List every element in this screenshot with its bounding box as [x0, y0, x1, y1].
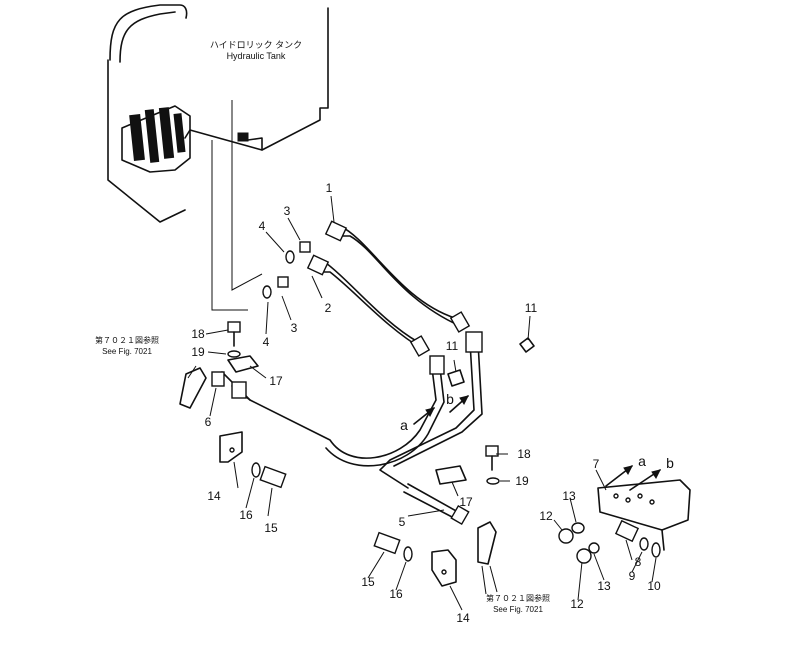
control-valve	[121, 105, 249, 173]
callout-11-right: 11	[525, 301, 538, 315]
callout-12-upper: 12	[539, 509, 553, 523]
callout-14-right: 14	[456, 611, 470, 625]
callout-5: 5	[399, 515, 406, 529]
nut-19-right	[486, 477, 500, 485]
fitting-3-lower	[277, 276, 289, 288]
callout-1: 1	[326, 181, 333, 195]
o-ring-4-lower	[262, 285, 272, 299]
callout-11-left: 11	[446, 339, 459, 353]
callout-19-right: 19	[515, 474, 529, 488]
washer-16-right	[403, 546, 413, 562]
nut-12-lower	[576, 548, 592, 564]
callout-3-upper: 3	[284, 204, 291, 218]
washer-9	[639, 537, 649, 551]
ref-bottom-jp: 第７０２１図参照	[486, 593, 550, 603]
clamp-17-right	[435, 465, 467, 485]
ref-part-bottom	[477, 521, 497, 565]
ref-bottom-en: See Fig. 7021	[493, 605, 543, 614]
tank-label-en: Hydraulic Tank	[227, 51, 286, 61]
callout-9: 9	[629, 569, 636, 583]
bolt-18-left	[227, 321, 241, 333]
callout-10: 10	[647, 579, 661, 593]
clamp-17-left	[227, 355, 259, 373]
bracket-14-left	[219, 431, 243, 463]
hose-1	[324, 220, 471, 333]
callout-12-lower: 12	[570, 597, 584, 611]
washer-13-upper	[571, 522, 585, 534]
tube-b	[379, 331, 483, 489]
elbow-11-left	[447, 369, 465, 387]
letter-a-bracket: a	[638, 453, 646, 469]
bolt-15-left	[259, 465, 287, 489]
hydraulic-tank	[107, 4, 329, 223]
nut-19-left	[227, 350, 241, 358]
o-ring-4-upper	[285, 250, 295, 264]
bracket-14-right	[431, 549, 457, 587]
callout-3-lower: 3	[291, 321, 298, 335]
callout-17-left: 17	[269, 374, 283, 388]
nut-12-upper	[558, 528, 574, 544]
letter-a-tube: a	[400, 417, 408, 433]
ref-part-left	[179, 367, 207, 409]
callout-16-left: 16	[239, 508, 253, 522]
callout-15-left: 15	[264, 521, 278, 535]
tank-label-jp: ハイドロリック タンク	[210, 40, 302, 50]
bolt-15-right	[373, 531, 401, 555]
callout-7: 7	[593, 457, 600, 471]
elbow-11-right	[519, 337, 535, 353]
callout-18-right: 18	[517, 447, 531, 461]
callout-2: 2	[325, 301, 332, 315]
callout-18-left: 18	[191, 327, 205, 341]
washer-16-left	[251, 462, 261, 478]
washer-13-lower	[588, 542, 600, 554]
bolt-8	[614, 519, 640, 543]
hose-5	[407, 483, 459, 513]
callout-14-left: 14	[207, 489, 221, 503]
callout-17-right: 17	[459, 495, 473, 509]
callout-6: 6	[205, 415, 212, 429]
ref-left-en: See Fig. 7021	[102, 347, 152, 356]
letter-b-bracket: b	[666, 455, 674, 471]
callout-16-right: 16	[389, 587, 403, 601]
callout-8: 8	[635, 555, 642, 569]
callout-13-upper: 13	[562, 489, 576, 503]
callout-4-upper: 4	[259, 219, 266, 233]
tube-a	[231, 355, 445, 467]
callout-19-left: 19	[191, 345, 205, 359]
hose-2	[306, 254, 431, 357]
letter-b-tube: b	[446, 391, 454, 407]
ref-left-jp: 第７０２１図参照	[95, 335, 159, 345]
callout-4-lower: 4	[263, 335, 270, 349]
fitting-3-upper	[299, 241, 311, 253]
washer-10	[651, 542, 661, 558]
bracket-7	[597, 479, 691, 551]
callout-15-right: 15	[361, 575, 375, 589]
callout-13-lower: 13	[597, 579, 611, 593]
